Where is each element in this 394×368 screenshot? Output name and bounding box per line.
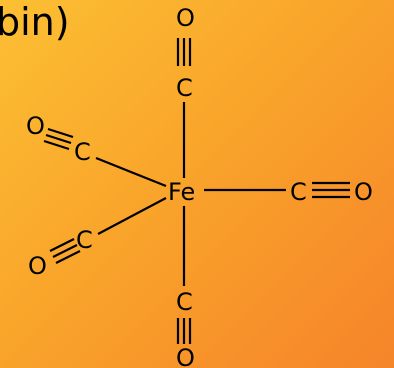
atom-o-lower-left: O — [28, 252, 47, 280]
atom-fe: Fe — [168, 178, 195, 206]
atom-c-lower-left: C — [76, 226, 93, 254]
atom-c-right: C — [290, 178, 307, 206]
caption-text: bin) — [0, 0, 70, 44]
atom-o-right: O — [354, 178, 373, 206]
bond-triple-upper-left-2 — [45, 133, 72, 145]
bond-fe-c-lower-left — [97, 197, 167, 235]
atom-c-top: C — [176, 74, 193, 102]
atom-c-upper-left: C — [74, 138, 91, 166]
atom-o-bottom: O — [176, 344, 195, 368]
atom-c-bottom: C — [176, 288, 193, 316]
bond-triple-lower-left-1 — [49, 238, 75, 252]
bond-fe-c-upper-left — [95, 156, 167, 188]
bond-triple-lower-left-2 — [52, 244, 78, 258]
bond-triple-lower-left-3 — [55, 250, 81, 264]
atom-o-upper-left: O — [26, 112, 45, 140]
bond-triple-upper-left-3 — [43, 139, 70, 151]
bond-triple-upper-left-1 — [47, 127, 74, 139]
atom-o-top: O — [176, 4, 195, 32]
